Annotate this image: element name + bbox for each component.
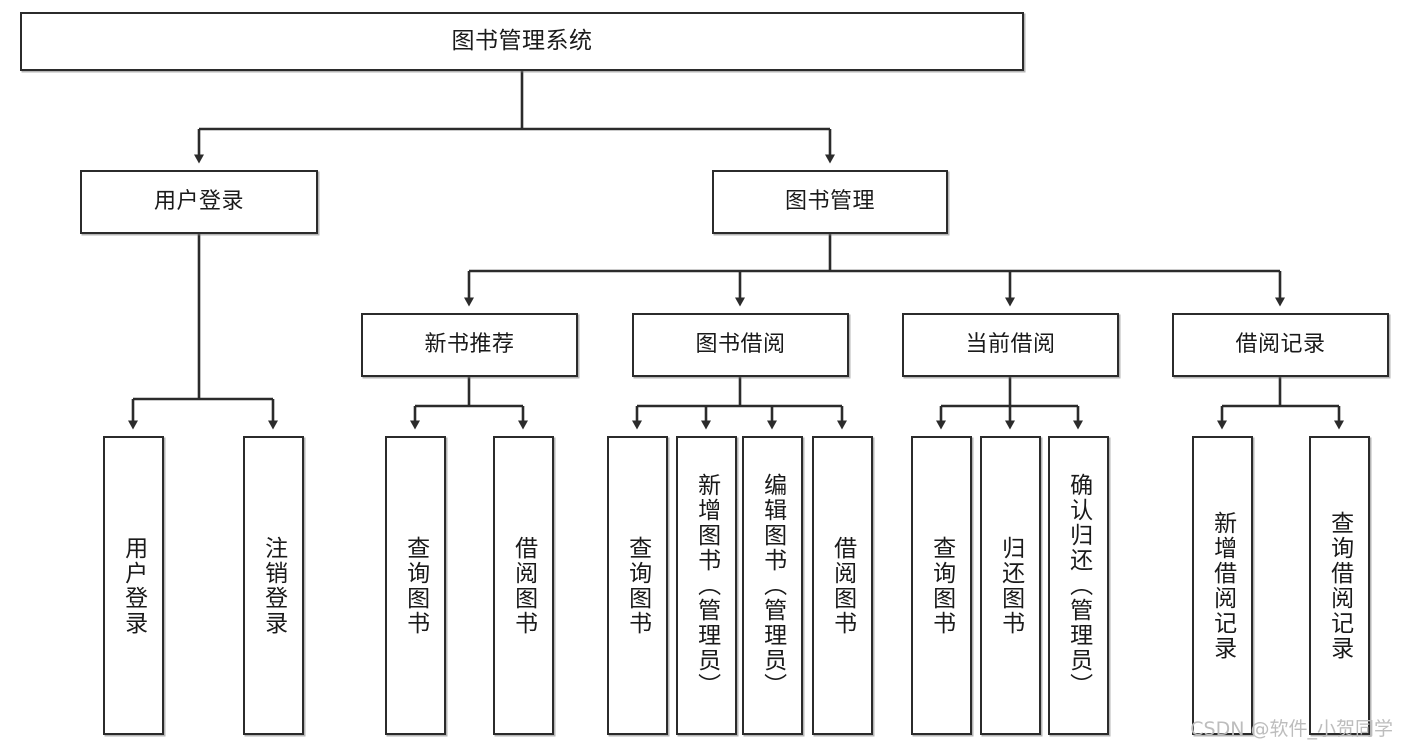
- node-user-login[interactable]: 用户登录: [80, 170, 318, 234]
- node-book-borrow[interactable]: 图书借阅: [632, 313, 849, 377]
- node-book-borrow-label: 图书借阅: [695, 332, 786, 357]
- leaf-confirm-return-admin-label: 确认归还（管理员）: [1065, 473, 1092, 698]
- node-root-label: 图书管理系统: [451, 28, 593, 54]
- node-current-borrow-label: 当前借阅: [965, 332, 1056, 357]
- node-current-borrow[interactable]: 当前借阅: [902, 313, 1119, 377]
- node-borrow-record[interactable]: 借阅记录: [1172, 313, 1389, 377]
- node-borrow-record-label: 借阅记录: [1235, 332, 1326, 357]
- leaf-add-book-admin[interactable]: 新增图书（管理员）: [676, 436, 737, 735]
- node-book-management-label: 图书管理: [784, 189, 875, 214]
- leaf-recommend-query-book[interactable]: 查询图书: [385, 436, 446, 735]
- leaf-recommend-borrow-book[interactable]: 借阅图书: [493, 436, 554, 735]
- leaf-edit-book-admin-label: 编辑图书（管理员）: [759, 473, 786, 698]
- leaf-logout[interactable]: 注销登录: [243, 436, 304, 735]
- node-book-management[interactable]: 图书管理: [712, 170, 948, 234]
- leaf-add-book-admin-label: 新增图书（管理员）: [693, 473, 720, 698]
- leaf-recommend-query-book-label: 查询图书: [402, 535, 429, 636]
- leaf-edit-book-admin[interactable]: 编辑图书（管理员）: [742, 436, 803, 735]
- leaf-recommend-borrow-book-label: 借阅图书: [510, 535, 537, 636]
- node-user-login-label: 用户登录: [153, 189, 244, 214]
- leaf-return-book[interactable]: 归还图书: [980, 436, 1041, 735]
- leaf-confirm-return-admin[interactable]: 确认归还（管理员）: [1048, 436, 1109, 735]
- leaf-add-borrow-record-label: 新增借阅记录: [1209, 510, 1236, 661]
- node-root[interactable]: 图书管理系统: [20, 12, 1024, 71]
- leaf-logout-label: 注销登录: [260, 535, 287, 636]
- node-new-book-recommend-label: 新书推荐: [424, 332, 515, 357]
- leaf-user-login[interactable]: 用户登录: [103, 436, 164, 735]
- leaf-current-query-book-label: 查询图书: [928, 535, 955, 636]
- leaf-borrow-book-label: 借阅图书: [829, 535, 856, 636]
- leaf-current-query-book[interactable]: 查询图书: [911, 436, 972, 735]
- node-new-book-recommend[interactable]: 新书推荐: [361, 313, 578, 377]
- leaf-add-borrow-record[interactable]: 新增借阅记录: [1192, 436, 1253, 735]
- leaf-query-borrow-record-label: 查询借阅记录: [1326, 510, 1353, 661]
- leaf-borrow-query-book[interactable]: 查询图书: [607, 436, 668, 735]
- leaf-user-login-label: 用户登录: [120, 535, 147, 636]
- leaf-borrow-query-book-label: 查询图书: [624, 535, 651, 636]
- leaf-return-book-label: 归还图书: [997, 535, 1024, 636]
- leaf-query-borrow-record[interactable]: 查询借阅记录: [1309, 436, 1370, 735]
- leaf-borrow-book[interactable]: 借阅图书: [812, 436, 873, 735]
